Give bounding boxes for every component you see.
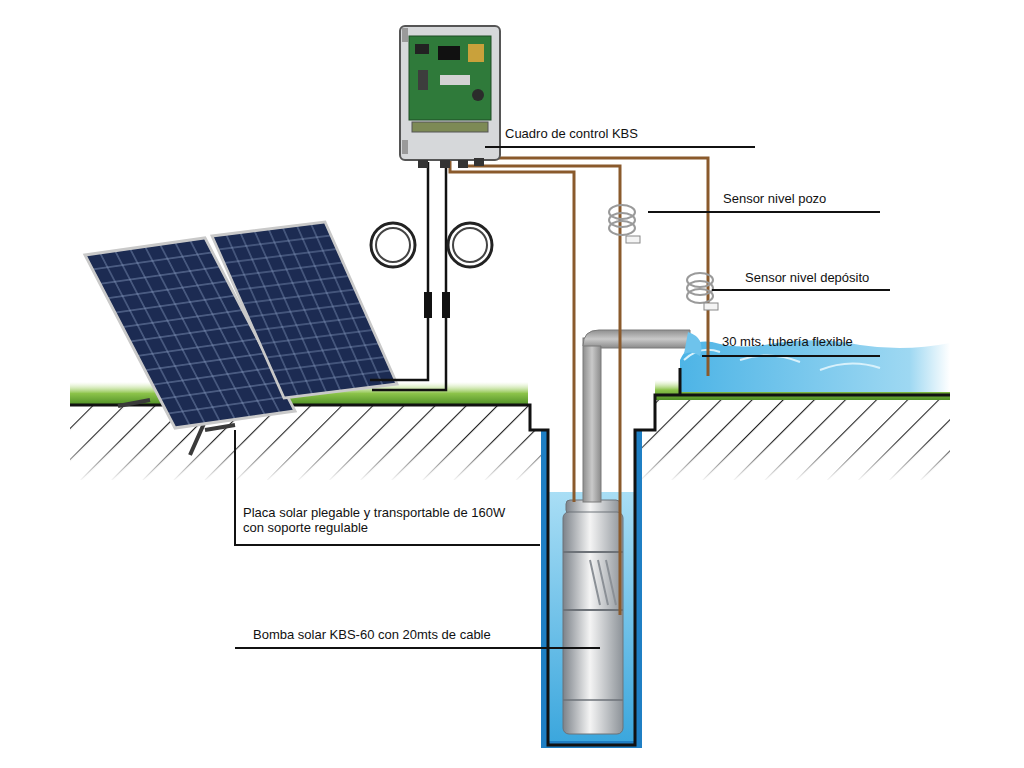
cable-gland bbox=[440, 160, 450, 168]
sensor-float bbox=[704, 303, 718, 310]
terminal-strip bbox=[412, 122, 488, 132]
box-hinge bbox=[402, 140, 408, 154]
board-component bbox=[418, 70, 428, 90]
water-outflow bbox=[684, 332, 702, 356]
board-component bbox=[472, 89, 484, 101]
pump-band bbox=[563, 609, 623, 611]
board-component bbox=[468, 44, 484, 62]
pipe bbox=[583, 338, 601, 502]
board-component bbox=[440, 75, 470, 85]
pump-cable bbox=[450, 160, 574, 502]
callout-label: Sensor nivel pozo bbox=[723, 191, 826, 206]
solar-cable bbox=[427, 162, 430, 300]
cable-coil bbox=[448, 223, 492, 267]
board-component bbox=[415, 44, 429, 54]
solar-cable bbox=[372, 318, 446, 390]
solar-panel bbox=[212, 222, 397, 398]
callout-label: Sensor nivel depósito bbox=[745, 270, 869, 285]
water-ripple bbox=[684, 350, 880, 370]
solar-cable bbox=[445, 162, 448, 300]
cable-gland bbox=[458, 160, 468, 168]
tank-wall bbox=[679, 368, 682, 395]
well-water bbox=[548, 492, 635, 745]
pump-grille bbox=[590, 560, 616, 605]
callout-label: Cuadro de control KBS bbox=[505, 126, 638, 141]
pump-band bbox=[563, 699, 623, 701]
cable-gland bbox=[474, 158, 484, 166]
solar-cable bbox=[370, 318, 428, 380]
tank-level-sensor bbox=[687, 273, 718, 310]
cable-coil bbox=[453, 228, 487, 262]
earth-fade bbox=[636, 481, 966, 511]
board-component bbox=[438, 46, 460, 60]
leader-line bbox=[235, 647, 600, 649]
leader-line bbox=[712, 289, 890, 291]
sensor-coil bbox=[687, 289, 713, 303]
cable-gland bbox=[418, 160, 428, 168]
cable-coil bbox=[376, 228, 410, 262]
circuit-board bbox=[409, 36, 491, 120]
callout-label: 30 mts. tubería flexible bbox=[722, 334, 853, 349]
box-enclosure bbox=[400, 26, 500, 160]
leader-line bbox=[485, 146, 755, 148]
leader-line bbox=[702, 355, 880, 357]
callout-label: Placa solar plegable y transportable de … bbox=[243, 505, 515, 535]
sensor-coil bbox=[609, 221, 635, 235]
mc4-connector bbox=[424, 292, 432, 318]
pump-band bbox=[563, 551, 623, 553]
tank-sensor-cable bbox=[474, 158, 708, 376]
leader-line bbox=[648, 211, 880, 213]
callout-label: Bomba solar KBS-60 con 20mts de cable bbox=[253, 627, 491, 642]
well-level-sensor bbox=[609, 205, 640, 243]
sensor-float bbox=[626, 236, 640, 243]
panel-surface bbox=[212, 222, 397, 398]
leader-line bbox=[235, 430, 540, 545]
ground-outline bbox=[70, 395, 950, 745]
pump-body bbox=[563, 512, 623, 734]
pipe-elbow bbox=[583, 330, 690, 348]
mc4-connector bbox=[442, 292, 450, 318]
submersible-pump bbox=[563, 500, 623, 734]
cable-coil bbox=[371, 223, 415, 267]
box-hinge bbox=[402, 28, 408, 42]
